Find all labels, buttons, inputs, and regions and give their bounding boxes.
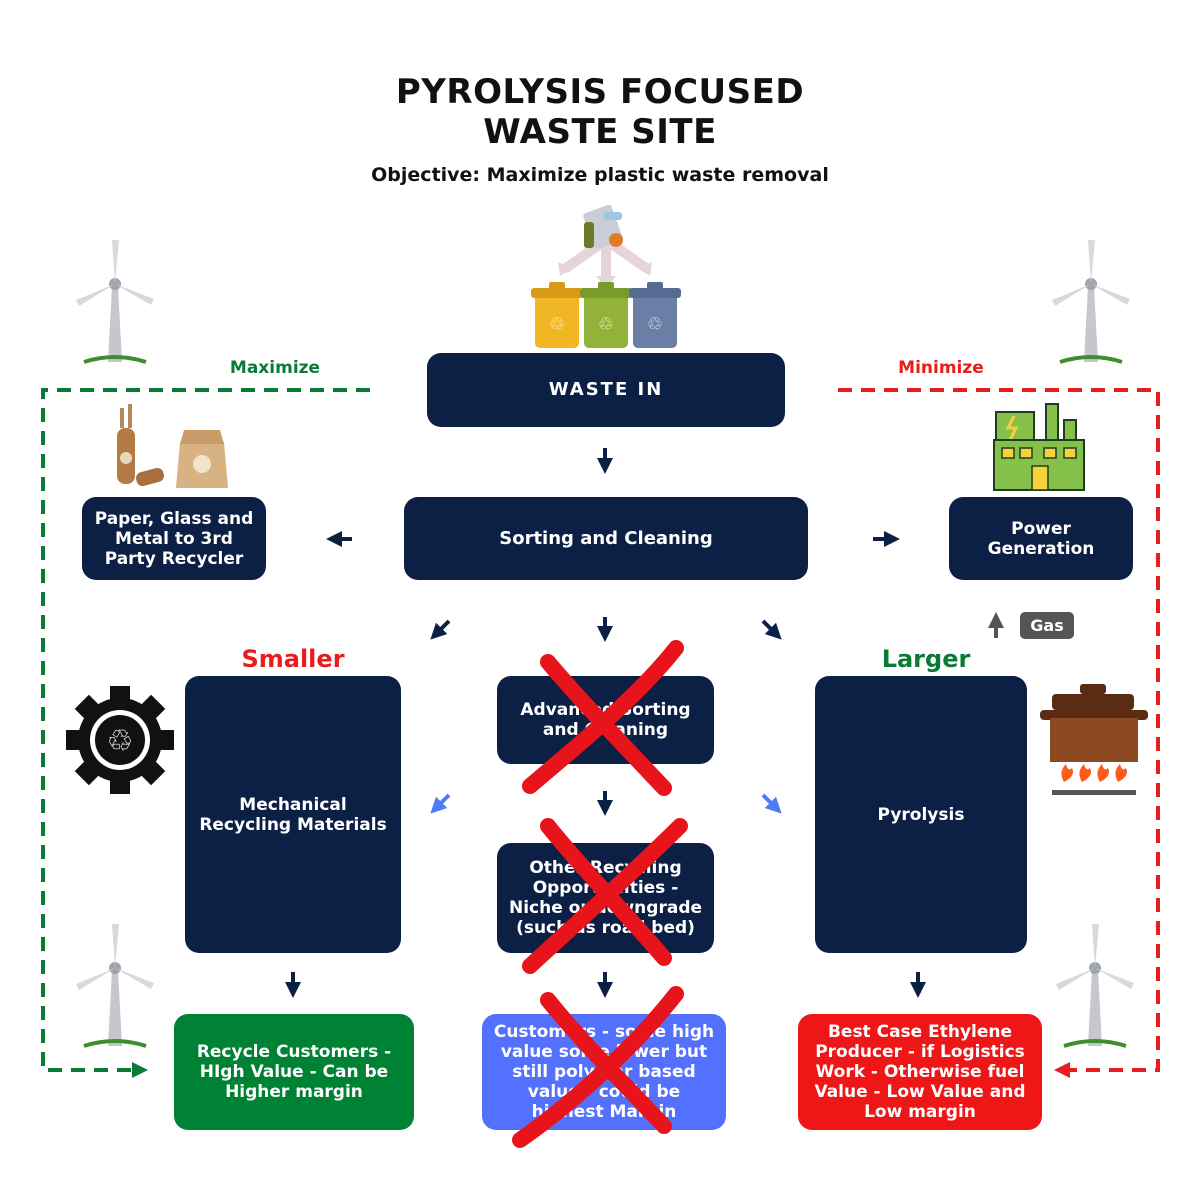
factory-icon bbox=[993, 403, 1085, 491]
ethylene-box: Best Case Ethylene Producer - if Logisti… bbox=[798, 1014, 1042, 1130]
subtitle: Objective: Maximize plastic waste remova… bbox=[371, 164, 829, 186]
mechanical-box: Mechanical Recycling Materials bbox=[185, 676, 401, 953]
arrow-to-pyrolysis bbox=[761, 619, 782, 640]
page-title: PYROLYSIS FOCUSED WASTE SITE bbox=[0, 72, 1200, 152]
recycle-customers-line-3: Higher margin bbox=[225, 1082, 363, 1102]
wind-turbine-icon bbox=[76, 924, 154, 1048]
svg-text:♲: ♲ bbox=[549, 314, 565, 335]
customers-mid-line-5: highest Margin bbox=[531, 1102, 677, 1122]
other-line-4: (such as road bed) bbox=[516, 918, 695, 938]
third-party-line-3: Party Recycler bbox=[104, 548, 244, 569]
svg-text:♲: ♲ bbox=[107, 724, 134, 759]
advanced-line-2: and Cleaning bbox=[542, 720, 669, 740]
third-party-line-1: Paper, Glass and bbox=[94, 508, 254, 529]
waste-in-box: WASTE IN bbox=[427, 353, 785, 427]
ethylene-line-1: Best Case Ethylene bbox=[827, 1022, 1013, 1042]
customers-mid-line-4: value - could be bbox=[527, 1082, 681, 1102]
advanced-box: Advanced Sorting and Cleaning bbox=[497, 676, 714, 764]
power-line-2: Generation bbox=[987, 538, 1095, 559]
gas-label: Gas bbox=[1020, 612, 1074, 639]
other-line-2: Opportunities - bbox=[532, 878, 679, 898]
maximize-label: Maximize bbox=[229, 358, 321, 378]
other-box: Other Recycling Opportunities - Niche or… bbox=[497, 843, 714, 953]
arrow-advanced-to-pyrolysis bbox=[761, 793, 782, 814]
wind-turbine-icon bbox=[1052, 240, 1130, 364]
customers-mid-line-3: still polymer based bbox=[512, 1062, 696, 1082]
advanced-line-1: Advanced Sorting bbox=[520, 700, 691, 720]
recycled-bags-icon bbox=[117, 404, 228, 488]
recycle-customers-box: Recycle Customers - HIgh Value - Can be … bbox=[174, 1014, 414, 1130]
svg-text:♲: ♲ bbox=[647, 314, 663, 335]
svg-text:♲: ♲ bbox=[598, 314, 614, 335]
pyrolysis-text: Pyrolysis bbox=[877, 804, 965, 825]
other-line-3: Niche or downgrade bbox=[508, 898, 703, 918]
customers-mid-line-2: value some lower but bbox=[500, 1042, 708, 1062]
customers-mid-box: Customers - some high value some lower b… bbox=[482, 1014, 726, 1130]
sorting-box: Sorting and Cleaning bbox=[404, 497, 808, 580]
cooking-pot-fire-icon bbox=[1040, 684, 1148, 795]
pyrolysis-box: Pyrolysis bbox=[815, 676, 1027, 953]
arrow-to-mechanical bbox=[430, 619, 451, 640]
ethylene-line-5: Low margin bbox=[864, 1102, 976, 1122]
mechanical-line-2: Recycling Materials bbox=[199, 814, 387, 835]
title-line-2: WASTE SITE bbox=[483, 112, 717, 152]
power-box: Power Generation bbox=[949, 497, 1133, 580]
smaller-label: Smaller bbox=[241, 645, 345, 673]
wind-turbine-icon bbox=[1056, 924, 1134, 1048]
waste-bins-icon: ♲ ♲ ♲ bbox=[531, 204, 681, 348]
recycle-customers-line-1: Recycle Customers - bbox=[196, 1042, 392, 1062]
sorting-text: Sorting and Cleaning bbox=[499, 527, 713, 549]
arrow-advanced-to-mechanical bbox=[430, 793, 451, 814]
third-party-box: Paper, Glass and Metal to 3rd Party Recy… bbox=[82, 497, 266, 580]
ethylene-line-2: Producer - if Logistics bbox=[815, 1042, 1025, 1062]
ethylene-line-4: Value - Low Value and bbox=[814, 1082, 1026, 1102]
recycle-gear-icon: ♲ bbox=[66, 686, 174, 794]
wind-turbine-icon bbox=[76, 240, 154, 364]
other-line-1: Other Recycling bbox=[529, 858, 682, 878]
third-party-line-2: Metal to 3rd bbox=[115, 528, 233, 549]
waste-in-text: WASTE IN bbox=[548, 379, 664, 400]
customers-mid-line-1: Customers - some high bbox=[493, 1022, 715, 1042]
power-line-1: Power bbox=[1011, 518, 1071, 539]
mechanical-line-1: Mechanical bbox=[239, 794, 347, 815]
recycle-customers-line-2: HIgh Value - Can be bbox=[199, 1062, 389, 1082]
larger-label: Larger bbox=[881, 645, 971, 673]
minimize-label: Minimize bbox=[898, 358, 984, 378]
title-line-1: PYROLYSIS FOCUSED bbox=[395, 72, 805, 112]
ethylene-line-3: Work - Otherwise fuel bbox=[815, 1062, 1025, 1082]
